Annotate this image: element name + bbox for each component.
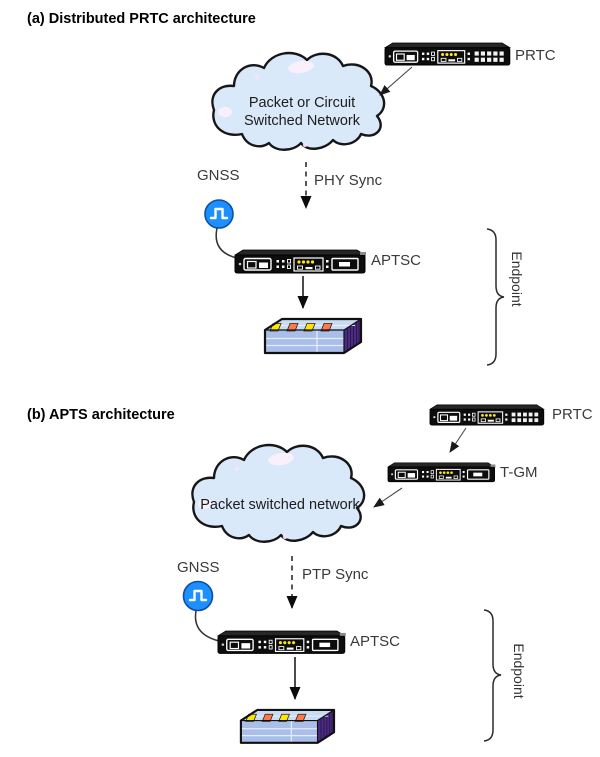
ethernet-switch-icon-b [239, 708, 336, 744]
aptsc-device-icon-b [217, 630, 347, 655]
network-cloud-b [191, 443, 366, 543]
gnss-pulse-icon-a [204, 199, 234, 229]
section-a-title: (a) Distributed PRTC architecture [27, 11, 256, 27]
prtc-label-a: PRTC [515, 47, 556, 64]
prtc-device-icon-a [384, 42, 511, 66]
section-b-title: (b) APTS architecture [27, 407, 175, 423]
aptsc-label-b: APTSC [350, 633, 401, 650]
prtc-label-b: PRTC [552, 406, 593, 423]
cloud-label-b: Packet switched network [200, 497, 360, 513]
endpoint-brace-b [483, 609, 502, 742]
gnss-label-b: GNSS [177, 559, 220, 576]
endpoint-label-b: Endpoint [511, 643, 527, 699]
phy-sync-label: PHY Sync [314, 172, 383, 189]
gnss-to-aptsc-link-a [215, 227, 238, 259]
aptsc-device-icon-a [234, 249, 367, 274]
gnss-pulse-icon-b [182, 580, 214, 612]
gnss-to-aptsc-link-b [194, 610, 220, 642]
ethernet-switch-icon-a [263, 317, 363, 355]
prtc-to-cloud-arrow-a [379, 66, 413, 96]
tgm-device-icon [387, 462, 496, 483]
gnss-label-a: GNSS [197, 167, 240, 184]
cloud-label-a: Packet or Circuit Switched Network [243, 95, 361, 129]
prtc-to-tgm-arrow [449, 427, 467, 453]
aptsc-label-a: APTSC [371, 252, 422, 269]
prtc-device-icon-b [429, 404, 545, 426]
tgm-label: T-GM [500, 464, 538, 481]
endpoint-label-a: Endpoint [509, 251, 525, 307]
endpoint-brace-a [486, 228, 505, 366]
ptp-sync-label: PTP Sync [302, 566, 369, 583]
tgm-to-cloud-arrow [373, 487, 403, 508]
